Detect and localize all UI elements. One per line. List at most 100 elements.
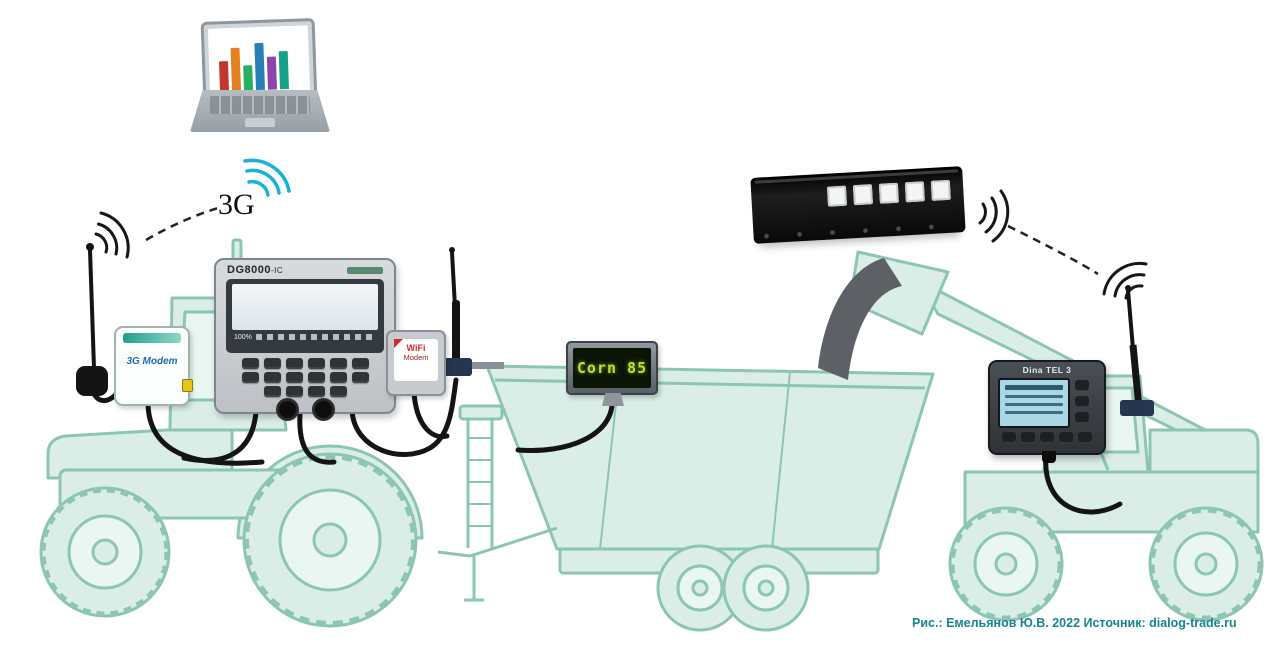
display-window <box>930 179 951 201</box>
terminal-key <box>285 386 303 397</box>
radio-link-right <box>1007 224 1099 276</box>
feed-program-display: Corn 85 <box>566 341 658 406</box>
indicator-connector <box>1042 451 1056 463</box>
cables <box>91 377 1123 515</box>
image-caption: Рис.: Емельянов Ю.В. 2022 Источник: dial… <box>912 616 1237 630</box>
indicator-model-label: Dina TEL 3 <box>1022 365 1072 375</box>
mixer-antenna <box>444 247 504 376</box>
indicator-key <box>1021 432 1035 443</box>
laptop <box>190 18 330 134</box>
display-window <box>852 184 873 206</box>
gsm-modem-label: 3G Modem <box>126 356 178 367</box>
terminal-key <box>307 358 325 369</box>
terminal-keypad <box>228 358 382 397</box>
wifi-logo-icon <box>394 339 403 348</box>
laptop-keyboard <box>190 90 330 132</box>
screen-line <box>1005 403 1063 406</box>
signal-waves-remote-display <box>978 189 1010 243</box>
signal-waves-loader-antenna <box>1102 261 1148 300</box>
display-window <box>826 185 848 207</box>
terminal-key <box>241 358 259 369</box>
screen-line <box>1005 395 1063 398</box>
terminal-model-label: DG8000-IC <box>227 264 283 276</box>
gsm-modem: 3G Modem <box>114 326 193 406</box>
tractor-outline <box>39 238 424 628</box>
network-3g-label: 3G <box>218 188 255 221</box>
remote-display-windows <box>826 179 951 207</box>
feed-display-text: Corn 85 <box>576 359 648 377</box>
terminal-key <box>351 358 369 369</box>
wifi-label-line1: WiFi <box>406 343 426 353</box>
display-window <box>878 182 899 204</box>
terminal-header: DG8000-IC <box>216 260 394 276</box>
keypad-row <box>228 386 382 397</box>
indicator-key <box>1075 412 1089 423</box>
terminal-key <box>307 372 325 383</box>
indicator-bottom-keys <box>990 432 1104 443</box>
terminal-connector <box>276 398 299 421</box>
chart-bar <box>278 50 289 90</box>
terminal-key <box>329 372 347 383</box>
wifi-label-line2: Modem <box>403 353 429 362</box>
indicator-body <box>990 375 1104 428</box>
antenna-port <box>182 379 193 392</box>
terminal-key <box>263 372 281 383</box>
indicator-key <box>1040 432 1054 443</box>
indicator-key <box>1002 432 1016 443</box>
terminal-key <box>241 372 259 383</box>
terminal-key <box>329 358 347 369</box>
indicator-key <box>1059 432 1073 443</box>
indicator-key <box>1075 380 1089 391</box>
terminal-key <box>285 372 303 383</box>
indicator-side-keys <box>1075 378 1089 428</box>
terminal-key <box>329 386 347 397</box>
indicator-key <box>1078 432 1092 443</box>
indicator-screen <box>998 378 1070 428</box>
signal-waves-antenna-left <box>94 211 130 259</box>
terminal-display: 100% <box>226 279 384 353</box>
laptop-chart <box>207 25 311 97</box>
signal-waves-3g <box>243 158 291 197</box>
loader-antenna <box>1120 285 1154 416</box>
chart-bar <box>266 56 278 90</box>
screen-line <box>1005 411 1063 414</box>
modem-brand-stripe <box>123 333 181 343</box>
wifi-modem: WiFi Modem <box>386 330 446 396</box>
battery-status: 100% <box>234 333 252 341</box>
screen-line <box>1005 385 1063 390</box>
terminal-model-suffix: -IC <box>270 266 284 275</box>
gsm-antenna <box>76 243 108 396</box>
terminal-screen <box>232 284 378 330</box>
remote-display-face <box>750 166 966 244</box>
touchpad <box>245 118 275 127</box>
radio-link-left <box>145 206 219 242</box>
remote-display <box>750 166 966 244</box>
material-flow <box>818 258 902 380</box>
terminal-connector <box>312 398 335 421</box>
status-icons <box>255 334 376 340</box>
feed-display-screen: Corn 85 <box>573 348 651 388</box>
loader-weighing-indicator: Dina TEL 3 <box>988 360 1106 463</box>
keypad-row <box>228 358 382 369</box>
chart-bar <box>218 60 230 92</box>
terminal-statusbar: 100% <box>232 330 378 344</box>
chart-bar <box>254 43 266 91</box>
terminal-key <box>263 358 281 369</box>
terminal-key <box>285 358 303 369</box>
keypad-row <box>228 372 382 383</box>
terminal-model: DG8000 <box>227 264 271 276</box>
terminal-key <box>351 372 369 383</box>
display-mount <box>602 393 624 406</box>
terminal-key <box>307 386 325 397</box>
chart-bar <box>243 65 254 91</box>
keyboard-keys <box>210 96 310 114</box>
chart-bar <box>230 47 242 91</box>
display-window <box>904 181 925 203</box>
indicator-key <box>1075 396 1089 407</box>
terminal-key <box>263 386 281 397</box>
wifi-modem-label: WiFi Modem <box>394 339 438 381</box>
weighing-terminal: DG8000-IC 100% <box>214 258 396 421</box>
